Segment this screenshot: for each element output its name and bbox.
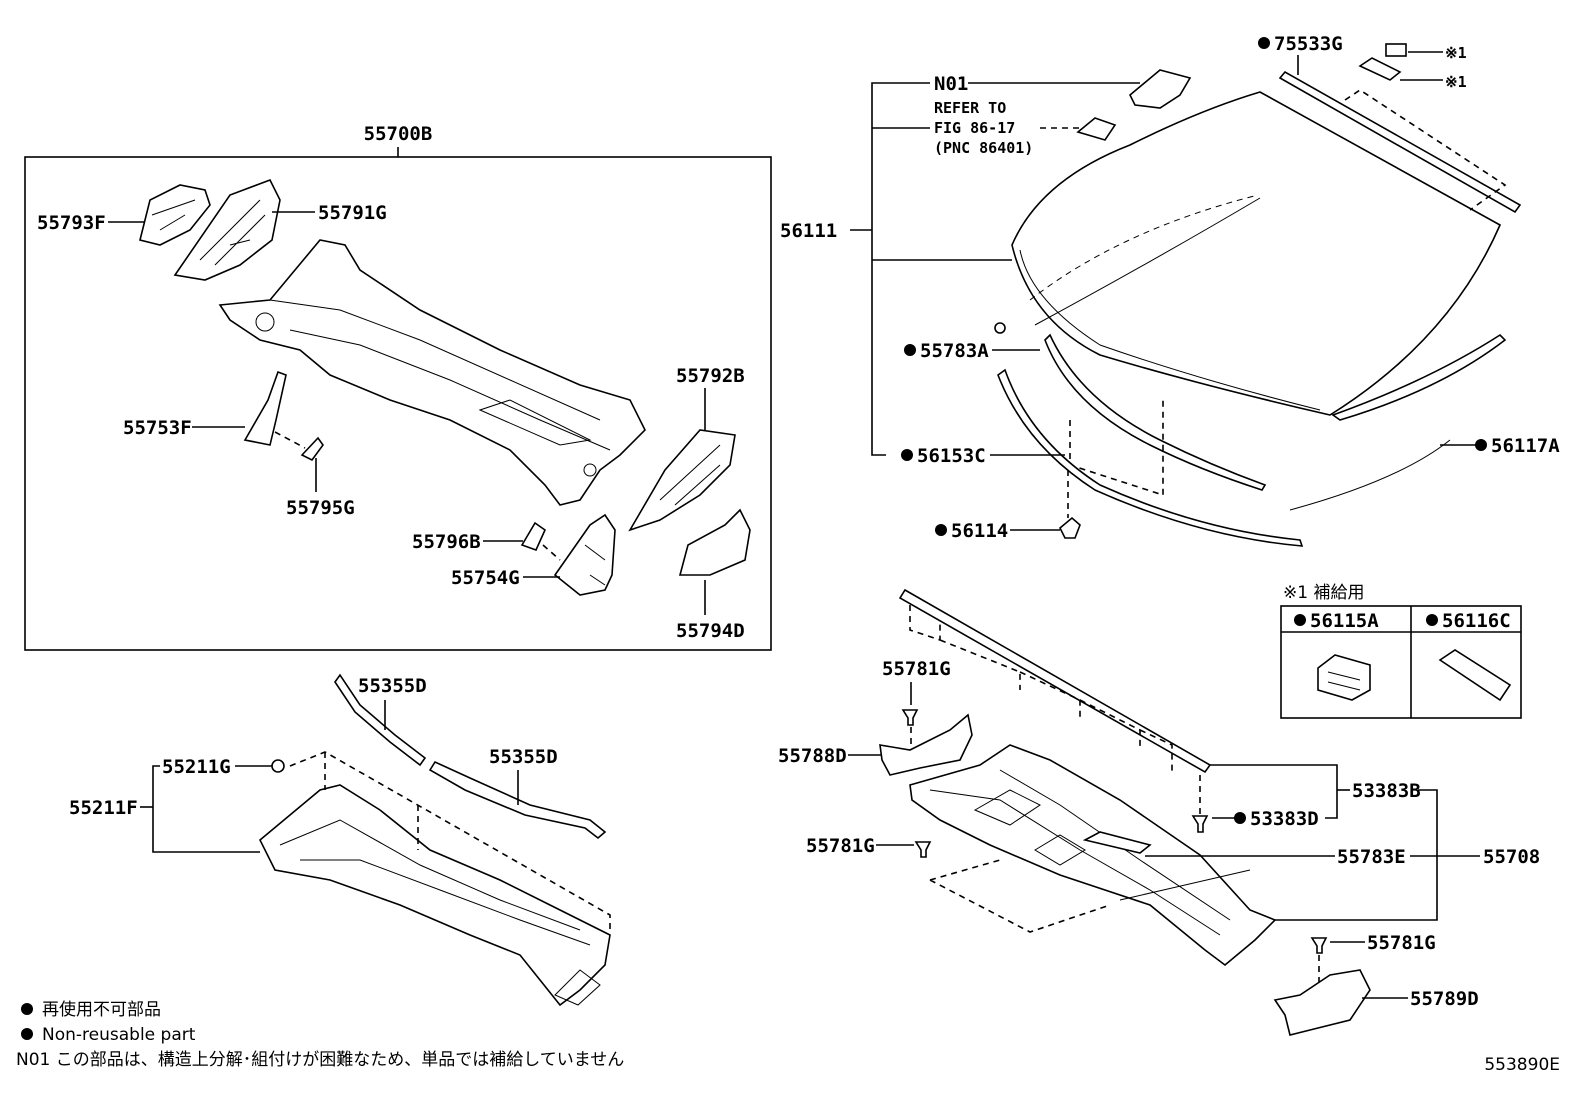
label-55795G: 55795G xyxy=(286,497,355,519)
label-55754G: 55754G xyxy=(451,567,520,589)
supply-col2-label: 56116C xyxy=(1442,610,1511,632)
label-55788D: 55788D xyxy=(778,745,847,767)
label-55796B: 55796B xyxy=(412,531,481,553)
refer-line1: REFER TO xyxy=(934,99,1006,117)
label-55211F: 55211F xyxy=(69,797,138,819)
label-55355D-a: 55355D xyxy=(358,675,427,697)
figure-id: 553890E xyxy=(1484,1055,1560,1075)
part-supply-tape-small xyxy=(1358,57,1402,81)
label-55794D: 55794D xyxy=(676,620,745,642)
label-56114: 56114 xyxy=(951,520,1008,542)
part-55794D-cover xyxy=(678,508,751,576)
label-55781G-b: 55781G xyxy=(806,835,875,857)
legend-bullet-2 xyxy=(21,1028,33,1040)
label-55793F: 55793F xyxy=(37,212,106,234)
label-55783E: 55783E xyxy=(1337,846,1406,868)
label-N01: N01 xyxy=(934,73,968,95)
part-75533G-molding xyxy=(1278,70,1522,214)
part-53383D-clip xyxy=(1191,815,1209,833)
part-sensor-bracket xyxy=(1076,117,1117,141)
legend-line-1: 再使用不可部品 xyxy=(42,999,161,1020)
part-55781G-clip-top xyxy=(901,709,919,726)
label-55753F: 55753F xyxy=(123,417,192,439)
part-55708-cowl-louver xyxy=(909,744,1277,967)
part-55788D-cover xyxy=(879,713,973,776)
label-53383B: 53383B xyxy=(1352,780,1421,802)
part-55791G-bracket xyxy=(173,178,281,281)
part-N01-bracket xyxy=(1129,69,1192,109)
part-55793F-bracket xyxy=(139,184,211,246)
part-55754G-bracket xyxy=(553,513,616,596)
part-cowl-top-panel xyxy=(218,239,646,506)
label-53383D: 53383D xyxy=(1250,808,1319,830)
part-56115A-clip xyxy=(1317,654,1371,701)
refer-line2: FIG 86-17 xyxy=(934,119,1015,137)
label-55708: 55708 xyxy=(1483,846,1540,868)
legend-bullet-1 xyxy=(21,1003,33,1015)
part-55795G-clip xyxy=(300,436,324,462)
legend-line-2: Non-reusable part xyxy=(42,1025,196,1045)
label-55355D-b: 55355D xyxy=(489,746,558,768)
part-55783E-tape xyxy=(1082,831,1152,854)
part-55211G-clip xyxy=(271,759,285,773)
label-55792B: 55792B xyxy=(676,365,745,387)
label-55211G: 55211G xyxy=(162,756,231,778)
label-mark1-b: ※1 xyxy=(1445,73,1467,91)
part-55783A-seal xyxy=(1044,333,1267,491)
supply-col1-label: 56115A xyxy=(1310,610,1379,632)
part-55796B-clip xyxy=(520,521,547,552)
part-55792B-bracket xyxy=(628,429,736,532)
part-55781G-clip-mid xyxy=(914,841,932,858)
label-56117A: 56117A xyxy=(1491,435,1560,457)
label-55781G-a: 55781G xyxy=(882,658,951,680)
part-55355D-seal-left xyxy=(334,673,427,767)
label-75533G: 75533G xyxy=(1274,33,1343,55)
label-mark1-a: ※1 xyxy=(1445,44,1467,62)
legend-line-3: N01 この部品は、構造上分解･組付けが困難なため、単品では補給していません xyxy=(16,1050,624,1070)
refer-line3: (PNC 86401) xyxy=(934,139,1033,157)
part-55781G-clip-bottom xyxy=(1310,937,1328,954)
label-55783A: 55783A xyxy=(920,340,989,362)
supply-box xyxy=(1280,605,1522,719)
part-55753F-bracket xyxy=(243,370,287,446)
label-56111: 56111 xyxy=(780,220,837,242)
label-55781G-c: 55781G xyxy=(1367,932,1436,954)
part-55789D-cover xyxy=(1273,969,1371,1036)
part-56111-windshield-glass xyxy=(1011,91,1502,416)
label-55791G: 55791G xyxy=(318,202,387,224)
label-55789D: 55789D xyxy=(1410,988,1479,1010)
part-56117A-weatherstrip xyxy=(1289,333,1507,511)
part-supply-clip-small xyxy=(1385,43,1407,57)
part-56116C-tape xyxy=(1438,649,1512,702)
supply-box-title: ※1 補給用 xyxy=(1283,583,1364,603)
part-56114-spacer xyxy=(1059,516,1081,539)
part-55211F-cowl-panel xyxy=(259,784,611,1007)
label-55700B: 55700B xyxy=(364,123,433,145)
label-56153C: 56153C xyxy=(917,445,986,467)
